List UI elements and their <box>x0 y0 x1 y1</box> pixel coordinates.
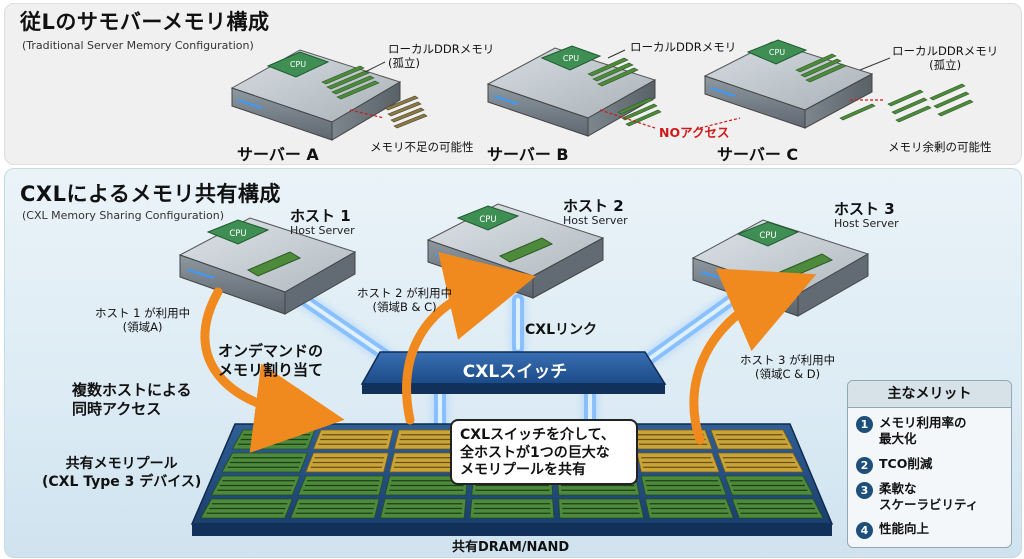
server-b-name: サーバー B <box>487 145 569 164</box>
cxl-link-label: CXLリンク <box>525 322 597 338</box>
arrow-host1-to-pool <box>200 287 345 453</box>
host-3-usage: ホスト 3 が利用中 (領域C & D) <box>740 353 836 382</box>
benefit-number-badge: 4 <box>856 522 873 539</box>
benefit-item-1: 1 メモリ利用率の 最大化 <box>856 415 967 446</box>
host-3-name: ホスト 3 <box>834 200 895 218</box>
server-a-memory-label: ローカルDDRメモリ (孤立) <box>388 42 495 71</box>
allocation-arrows <box>200 252 817 453</box>
server-c-memory-label: ローカルDDRメモリ (孤立) <box>892 44 999 73</box>
server-c-isolated-ram <box>839 83 974 123</box>
host-2-subtitle: Host Server <box>563 214 628 227</box>
benefit-text: 性能向上 <box>879 521 930 536</box>
benefit-number-badge: 2 <box>856 457 873 474</box>
shared-pool-callout: CXLスイッチを介して、 全ホストが1つの巨大な メモリプールを共有 <box>450 419 638 485</box>
benefit-item-2: 2 TCO削減 <box>856 456 932 474</box>
server-a-note: メモリ不足の可能性 <box>370 140 474 154</box>
server-a-isolated-ram <box>384 95 428 129</box>
benefit-number-badge: 1 <box>856 416 873 433</box>
arrow-pool-to-host2 <box>402 252 536 425</box>
host-1-subtitle: Host Server <box>290 224 355 237</box>
server-c-note: メモリ余剰の可能性 <box>888 140 992 154</box>
host-1-chassis: CPU <box>178 217 357 315</box>
server-b-no-access-note: NOアクセス <box>659 125 730 140</box>
cxl-switch <box>360 351 667 394</box>
benefit-item-4: 4 性能向上 <box>856 521 929 539</box>
traditional-title: 従Lのサモバーメモリ構成 <box>20 10 270 34</box>
server-c-name: サーバー C <box>717 145 799 164</box>
shared-memory-pool-label: 共有メモリプール (CXL Type 3 デバイス) <box>42 456 202 490</box>
server-b-cpu-label: CPU <box>563 54 579 63</box>
host-1-cpu-label: CPU <box>229 229 246 239</box>
on-demand-allocation-label: オンデマンドの メモリ割り当て <box>218 342 324 379</box>
server-a-name: サーバー A <box>237 145 319 164</box>
server-c-cpu-label: CPU <box>769 48 785 57</box>
server-a-cpu-label: CPU <box>290 60 306 69</box>
benefits-title: 主なメリット <box>848 381 1011 408</box>
multi-host-access-label: 複数ホストによる 同時アクセス <box>72 381 192 418</box>
host-1-name: ホスト 1 <box>290 207 351 225</box>
cxl-title: CXLによるメモリ共有構成 <box>20 182 281 206</box>
host-2-cpu-label: CPU <box>479 215 496 225</box>
benefit-text: 柔軟な スケーラビリティ <box>879 481 979 512</box>
host-2-name: ホスト 2 <box>563 197 624 215</box>
server-b-memory-label: ローカルDDRメモリ <box>630 40 737 54</box>
server-c-chassis: CPU <box>703 39 874 129</box>
host-1-usage: ホスト 1 が利用中 (領域A) <box>95 306 191 335</box>
benefit-item-3: 3 柔軟な スケーラビリティ <box>856 481 978 512</box>
cxl-subtitle: (CXL Memory Sharing Configuration) <box>22 209 224 222</box>
server-a-chassis: CPU <box>230 49 402 141</box>
shared-dram-nand-label: 共有DRAM/NAND <box>452 540 570 555</box>
traditional-subtitle: (Traditional Server Memory Configuration… <box>22 39 254 52</box>
benefits-box: 主なメリット 1 メモリ利用率の 最大化 2 TCO削減 3 柔軟な スケーラビ… <box>847 380 1012 548</box>
benefit-text: TCO削減 <box>879 456 933 471</box>
benefit-text: メモリ利用率の 最大化 <box>879 415 967 446</box>
host-3-cpu-label: CPU <box>759 231 776 241</box>
cxl-switch-label: CXLスイッチ <box>462 362 568 382</box>
host-2-usage: ホスト 2 が利用中 (領域B & C) <box>357 286 453 315</box>
server-b-chassis: CPU <box>486 45 657 137</box>
arrow-host3-to-pool <box>689 268 817 445</box>
host-3-subtitle: Host Server <box>834 217 899 230</box>
traditional-servers-illustration: CPU CPU <box>230 39 974 141</box>
benefit-number-badge: 3 <box>856 482 873 499</box>
